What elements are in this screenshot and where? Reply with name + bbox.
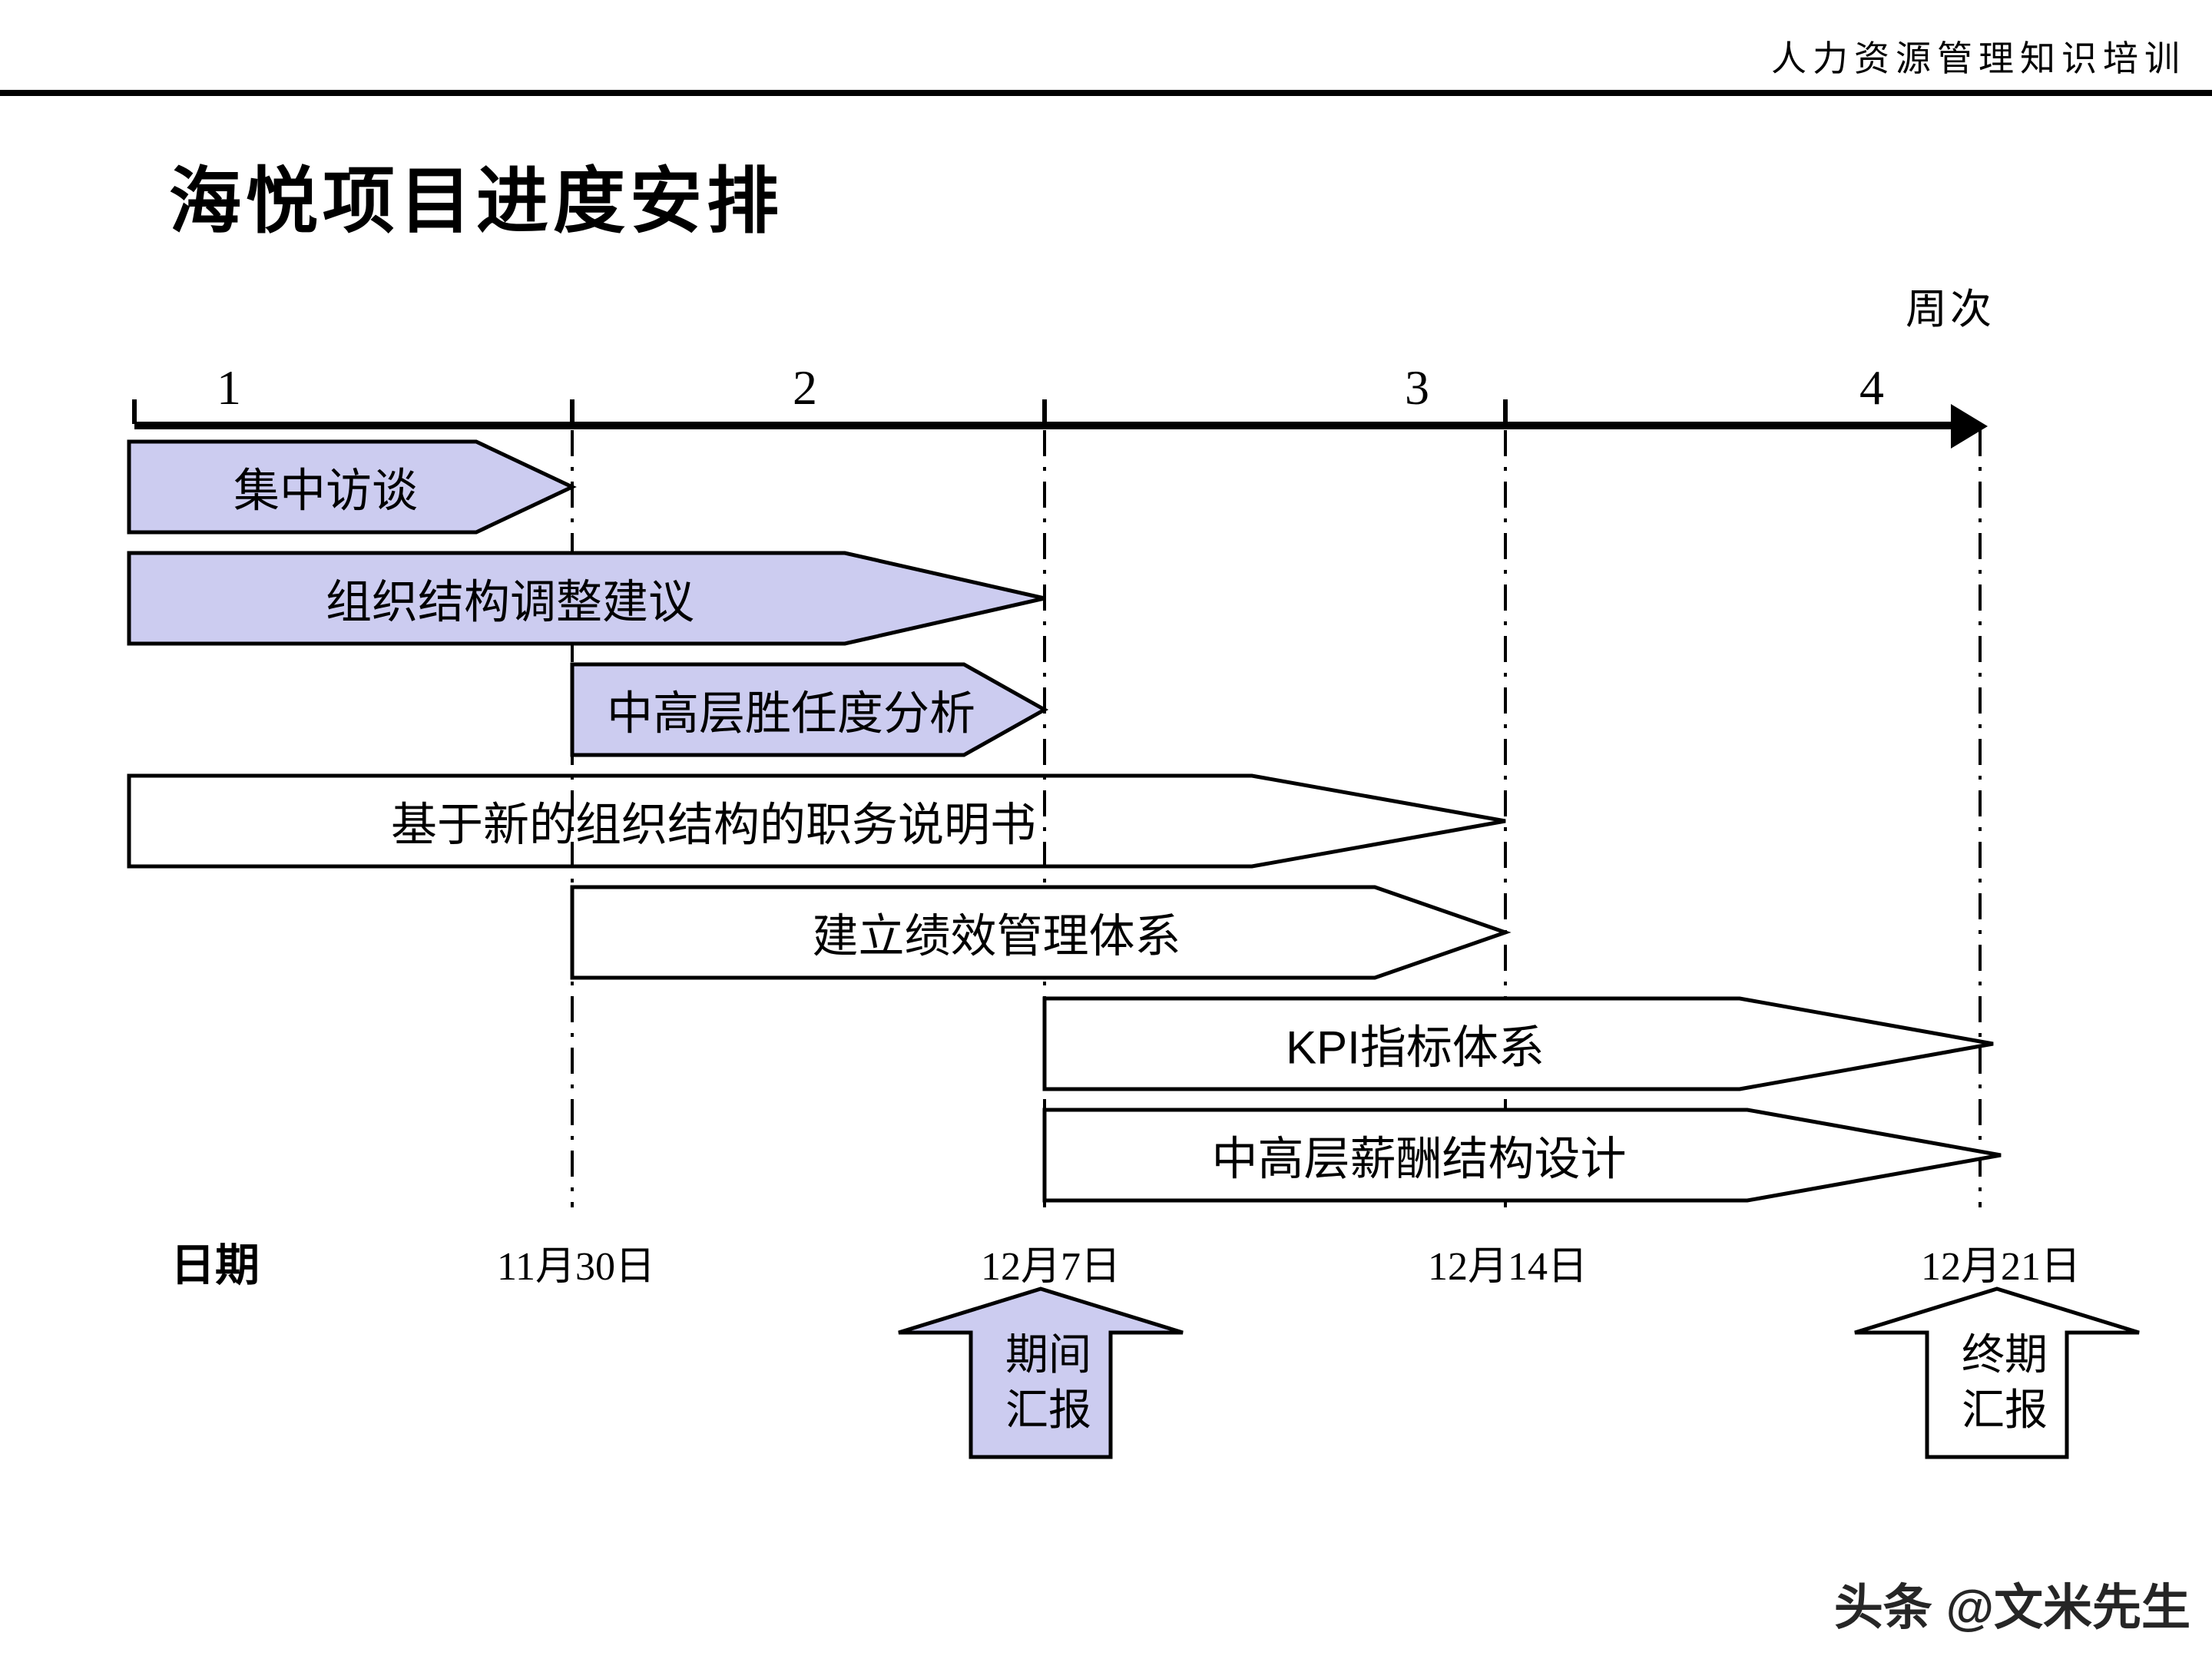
week-axis-arrowhead-icon [1951, 404, 1988, 449]
week-axis-line [134, 422, 1956, 429]
task-bar-3 [570, 662, 1049, 757]
week-axis-tick-3 [1503, 399, 1508, 424]
page-title: 海悦项目进度安排 [169, 161, 784, 241]
task-bar-5 [570, 885, 1512, 980]
date-tick-label-4: 12月21日 [1920, 1245, 2081, 1289]
week-axis-unit-label: 周次 [1906, 286, 1995, 333]
week-tick-label-2: 2 [793, 360, 817, 415]
week-axis [132, 399, 1988, 449]
date-tick-label-2: 12月7日 [980, 1245, 1121, 1289]
date-axis-label: 日期 [171, 1240, 260, 1290]
week-tick-label-3: 3 [1405, 360, 1429, 415]
week-axis-tick-1 [570, 399, 575, 424]
date-tick-label-3: 12月14日 [1427, 1245, 1588, 1289]
task-bar-4 [127, 773, 1506, 869]
milestone-arrow-1 [898, 1286, 1184, 1459]
task-bar-1 [127, 439, 577, 535]
week-tick-label-4: 4 [1859, 360, 1884, 415]
date-tick-label-1: 11月30日 [496, 1245, 656, 1289]
header-rule [0, 90, 2212, 96]
week-tick-label-1: 1 [217, 360, 241, 415]
task-bar-7 [1042, 1108, 2002, 1203]
week-axis-tick-0 [132, 399, 137, 424]
milestone-arrows [898, 1286, 2140, 1459]
header-course-title: 人力资源管理知识培训 [1771, 38, 2186, 78]
week-axis-tick-2 [1042, 399, 1047, 424]
watermark: 头条 @文米先生 [1833, 1580, 2190, 1635]
task-bars [127, 439, 2002, 1203]
task-bar-2 [127, 551, 1045, 646]
milestone-arrow-2 [1854, 1286, 2140, 1459]
task-bar-6 [1042, 996, 1994, 1091]
